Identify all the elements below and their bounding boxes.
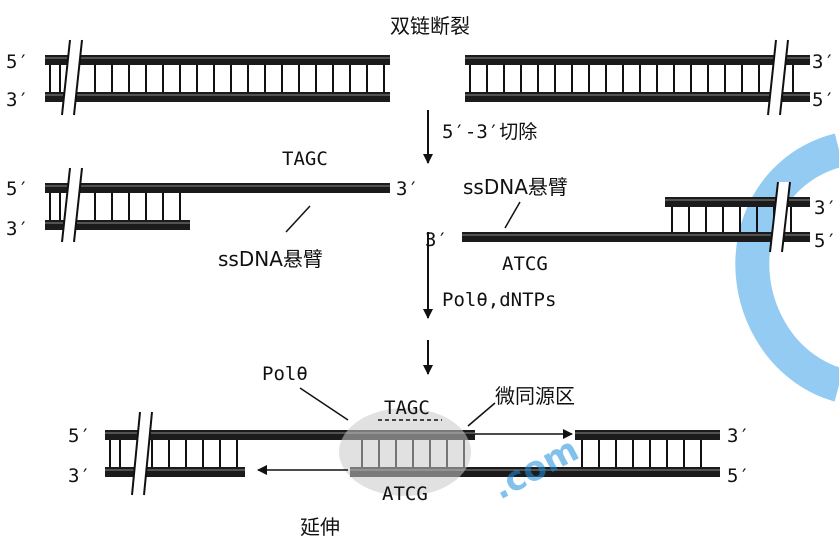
- row3-right-top-strand: [575, 430, 720, 440]
- row2-right-overhang-seq: ATCG: [502, 253, 548, 275]
- step-label-resection: 5′-3′切除: [442, 121, 537, 143]
- enzyme-pointer: [300, 388, 348, 420]
- watermark-swoosh: [752, 150, 839, 385]
- step-label-polymerase: Polθ,dNTPs: [442, 289, 556, 311]
- left-overhang-pointer: [286, 206, 310, 232]
- row3-enzyme-label: Polθ: [262, 363, 308, 385]
- watermark-text: .com: [485, 430, 585, 508]
- microhomology-pointer: [468, 403, 495, 426]
- right-overhang-pointer: [505, 202, 520, 228]
- row1-left-top-strand: [45, 55, 390, 65]
- row3-left-bottom-strand: [105, 467, 245, 477]
- row1-right-top-end: 3′: [812, 51, 835, 73]
- row2-right-overhang-end: 3′: [425, 229, 448, 251]
- row2-right-bottom-strand: [462, 232, 810, 242]
- row2-right-bottom-end: 5′: [814, 230, 837, 252]
- row2-left-overhang-label: ssDNA悬臂: [218, 247, 323, 271]
- row3-bottom-seq: ATCG: [382, 483, 428, 505]
- row1-right-bottom-strand: [465, 92, 810, 102]
- row3-right-top-end: 3′: [727, 425, 750, 447]
- row3-microhomology-label: 微同源区: [495, 384, 575, 408]
- row3-top-seq: TAGC: [384, 397, 430, 419]
- row2-left-overhang-seq: TAGC: [282, 148, 328, 170]
- row1-right-bottom-end: 5′: [812, 89, 835, 111]
- row3-left-bottom-end: 3′: [68, 465, 91, 487]
- row1-left-top-end: 5′: [6, 51, 29, 73]
- row2-right-top-end: 3′: [814, 197, 837, 219]
- row1-right-top-strand: [465, 55, 810, 65]
- row3-extension-label: 延伸: [300, 515, 340, 539]
- row2-left-bottom-end: 3′: [6, 218, 29, 240]
- row1-left-bottom-strand: [45, 92, 390, 102]
- row2-left-top-strand: [45, 183, 390, 193]
- row1-left-bottom-end: 3′: [6, 89, 29, 111]
- row2-left-overhang-end: 3′: [396, 178, 419, 200]
- row3-right-bottom-end: 5′: [727, 465, 750, 487]
- row2-right-overhang-label: ssDNA悬臂: [463, 175, 568, 199]
- diagram-title: 双链断裂: [390, 14, 470, 38]
- row2-left-top-end: 5′: [6, 178, 29, 200]
- row3-left-top-end: 5′: [68, 425, 91, 447]
